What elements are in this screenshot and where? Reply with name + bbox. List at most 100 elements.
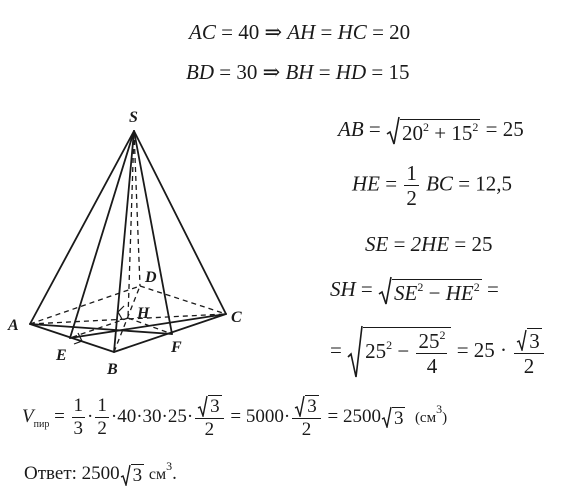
vol-frac3: 3 2 [195,395,224,440]
label-e: E [55,347,67,364]
eq3-exp-b: 2 [472,119,479,134]
edge-bc [113,313,227,353]
vol-eq: = [54,405,65,427]
eq2-eq3: = [371,60,384,84]
vol-n3: 25 [167,405,187,427]
vol-rd2: 2 [301,419,312,440]
vol-r1: 3 [208,395,222,418]
eq4-eq: = [385,171,398,196]
eq2-eq: = [219,60,232,84]
eq2-a: BH [285,60,314,84]
eq4-num: 1 [404,161,419,187]
eq7-exp-a: 2 [386,337,393,352]
answer-end: . [172,463,177,484]
eq6-exp-a: 2 [417,279,424,294]
label-b: B [106,361,118,378]
edge-bd [113,285,141,353]
edge-af [29,323,173,335]
label-d: D [144,269,157,286]
right-angle-mark-e [73,332,83,345]
sqrt-sign-icon [378,276,392,305]
eq2-res: 15 [388,60,410,84]
eq6-a: SE [394,280,418,305]
eq7-result-fraction: 3 2 [514,327,544,377]
vol-v: V [22,405,34,427]
eq4-res: 12,5 [475,171,513,196]
eq3-exp-a: 2 [423,119,429,134]
answer-label: Ответ: [24,463,77,484]
sqrt-sign-icon [197,395,208,417]
vol-mid: 5000 [245,405,284,427]
edge-ac [29,313,227,325]
vol-frac1: 1 3 [71,395,86,439]
vol-f1n: 1 [71,395,86,418]
eq7-dot: · [500,337,508,362]
eq6-eq: = [360,276,373,301]
eq4-lhs: HE [352,171,380,196]
eq7-sqrt: 252 − 252 4 [347,325,452,379]
eq4-fraction: 1 2 [404,162,419,209]
edge-sh [127,130,135,319]
equation-sh: SH = SE2 − HE2 = [330,276,499,306]
eq3-a: 20 [402,120,423,145]
eq7-rsqrt: 3 [516,327,542,352]
eq5-eq2: = [454,232,467,256]
equation-he: HE = 1 2 BC = 12,5 [352,162,512,209]
vol-vsub: пир [33,418,50,430]
label-f: F [170,339,182,356]
eq7-rnum: 3 [527,328,542,354]
equation-sh-value: = 252 − 252 4 = 25 · 3 2 [330,325,546,379]
label-a: A [7,317,19,334]
eq2-val: 30 [236,60,258,84]
edge-sf [133,130,173,335]
vol-r3: 3 [391,406,406,429]
edge-se [69,130,135,339]
edge-sb [113,130,135,353]
eq4-var: BC [426,171,453,196]
eq5-eq: = [393,232,406,256]
eq6-b: HE [445,280,474,305]
vol-r2: 3 [305,395,319,418]
eq4-den: 2 [406,186,417,211]
eq1-b: HC [337,20,367,44]
eq2-eq2: = [318,60,331,84]
edge-hf [127,317,173,335]
sqrt-sign-icon [120,464,131,486]
sqrt-sign-icon [386,116,400,145]
edge-ec [69,313,227,339]
answer-r: 3 [130,464,145,487]
sqrt-sign-icon [381,407,392,429]
vol-f2n: 1 [95,395,109,418]
vol-unit: (см [414,409,437,426]
eq3-b: 15 [451,120,473,145]
eq3-eq2: = [485,116,498,141]
edge-dc [139,285,227,315]
sqrt-sign-icon [294,395,305,417]
eq2-b: HD [335,60,367,84]
eq1-lhs: AC [189,20,216,44]
label-h: H [136,305,150,322]
eq7-eq2: = [456,337,469,362]
eq7-num: 25 [418,328,440,353]
right-angle-mark-h [117,305,125,320]
vol-frac4: 3 2 [292,395,321,440]
eq5-mid: 2HE [410,232,450,256]
equation-ac: AC = 40 ⇒ AH = HC = 20 [189,22,410,43]
answer-line: Ответ: 2500 3 см3. [24,460,177,486]
edge-sd [133,130,141,287]
eq1-a: AH [287,20,316,44]
vol-f1d: 3 [73,417,84,439]
answer-val: 2500 [81,463,120,484]
edge-sa [29,130,135,325]
equation-volume: Vпир = 1 3 · 1 2 ·40·30·25· 3 2 = 5000· … [22,395,448,440]
edge-sc [133,130,227,315]
answer-exp: 3 [166,459,173,473]
eq2-lhs: BD [186,60,214,84]
eq1-arrow: ⇒ [264,20,283,44]
eq7-res: 25 [473,337,495,362]
eq1-eq3: = [372,20,384,44]
eq7-eq: = [330,337,342,362]
answer-unit: см [148,466,167,483]
label-c: C [231,309,242,326]
edge-he [69,317,129,339]
